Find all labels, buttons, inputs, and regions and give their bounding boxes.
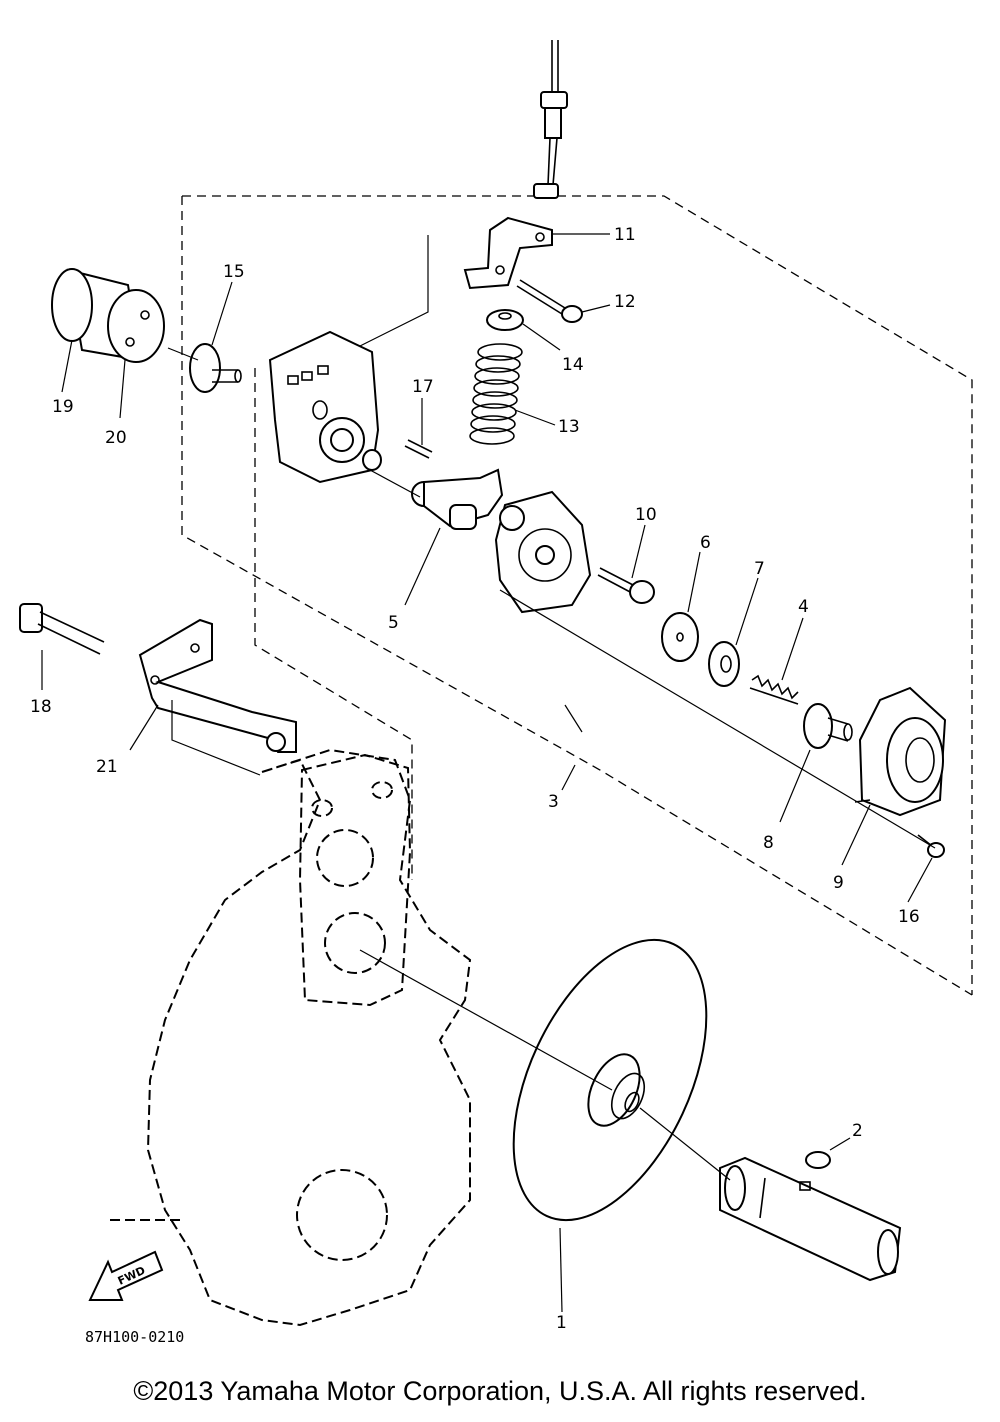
callout-18: 18 [30, 697, 52, 717]
part-10-bolt [597, 567, 655, 604]
fwd-arrow-icon: FWD [88, 1250, 164, 1301]
callout-7: 7 [754, 559, 765, 579]
exploded-parts-diagram: FWD 87H100-0210 1 2 3 4 5 6 7 8 9 10 11 … [19, 40, 973, 1346]
part-13-spring [469, 343, 523, 445]
part-17-pin [404, 439, 433, 459]
part-8-rotor [803, 703, 853, 749]
callout-3: 3 [548, 792, 559, 812]
callout-15: 15 [223, 262, 245, 282]
part-21-bracket [138, 618, 297, 753]
part-12-screw [516, 279, 583, 323]
subassembly-boundary [254, 368, 413, 880]
callout-4: 4 [798, 597, 809, 617]
callout-20: 20 [105, 428, 127, 448]
part-11-lever [463, 216, 553, 290]
engine-case [110, 748, 472, 1327]
part-15-disc [189, 343, 242, 393]
callout-6: 6 [700, 533, 711, 553]
callout-11: 11 [614, 225, 636, 245]
callout-1: 1 [556, 1313, 567, 1333]
callout-9: 9 [833, 873, 844, 893]
callout-21: 21 [96, 757, 118, 777]
part-5-shaft [411, 468, 504, 530]
part-7-clip [708, 641, 740, 687]
throttle-cable [533, 40, 568, 199]
callout-10: 10 [635, 505, 657, 525]
callout-8: 8 [763, 833, 774, 853]
callout-5: 5 [388, 613, 399, 633]
drawing-code: 87H100-0210 [85, 1328, 184, 1346]
callout-16: 16 [898, 907, 920, 927]
callout-2: 2 [852, 1121, 863, 1141]
callout-12: 12 [614, 292, 636, 312]
part-6-washer [661, 612, 699, 662]
part-14-collar [486, 309, 524, 331]
copyright-notice: ©2013 Yamaha Motor Corporation, U.S.A. A… [133, 1376, 867, 1406]
callout-13: 13 [558, 417, 580, 437]
part-4-spring-screw [749, 674, 799, 705]
cover-plate [494, 490, 592, 614]
part-2-key [805, 1151, 831, 1169]
callout-14: 14 [562, 355, 584, 375]
callout-19: 19 [52, 397, 74, 417]
assembly-3-boundary [181, 195, 973, 996]
part-18-bolt [19, 603, 105, 655]
callout-17: 17 [412, 377, 434, 397]
crank-shaft [719, 1156, 902, 1282]
part-19-20-bushing [51, 268, 165, 363]
valve-housing [268, 330, 382, 484]
part-9-cap [854, 686, 947, 817]
part-1-pulley [512, 938, 708, 1222]
